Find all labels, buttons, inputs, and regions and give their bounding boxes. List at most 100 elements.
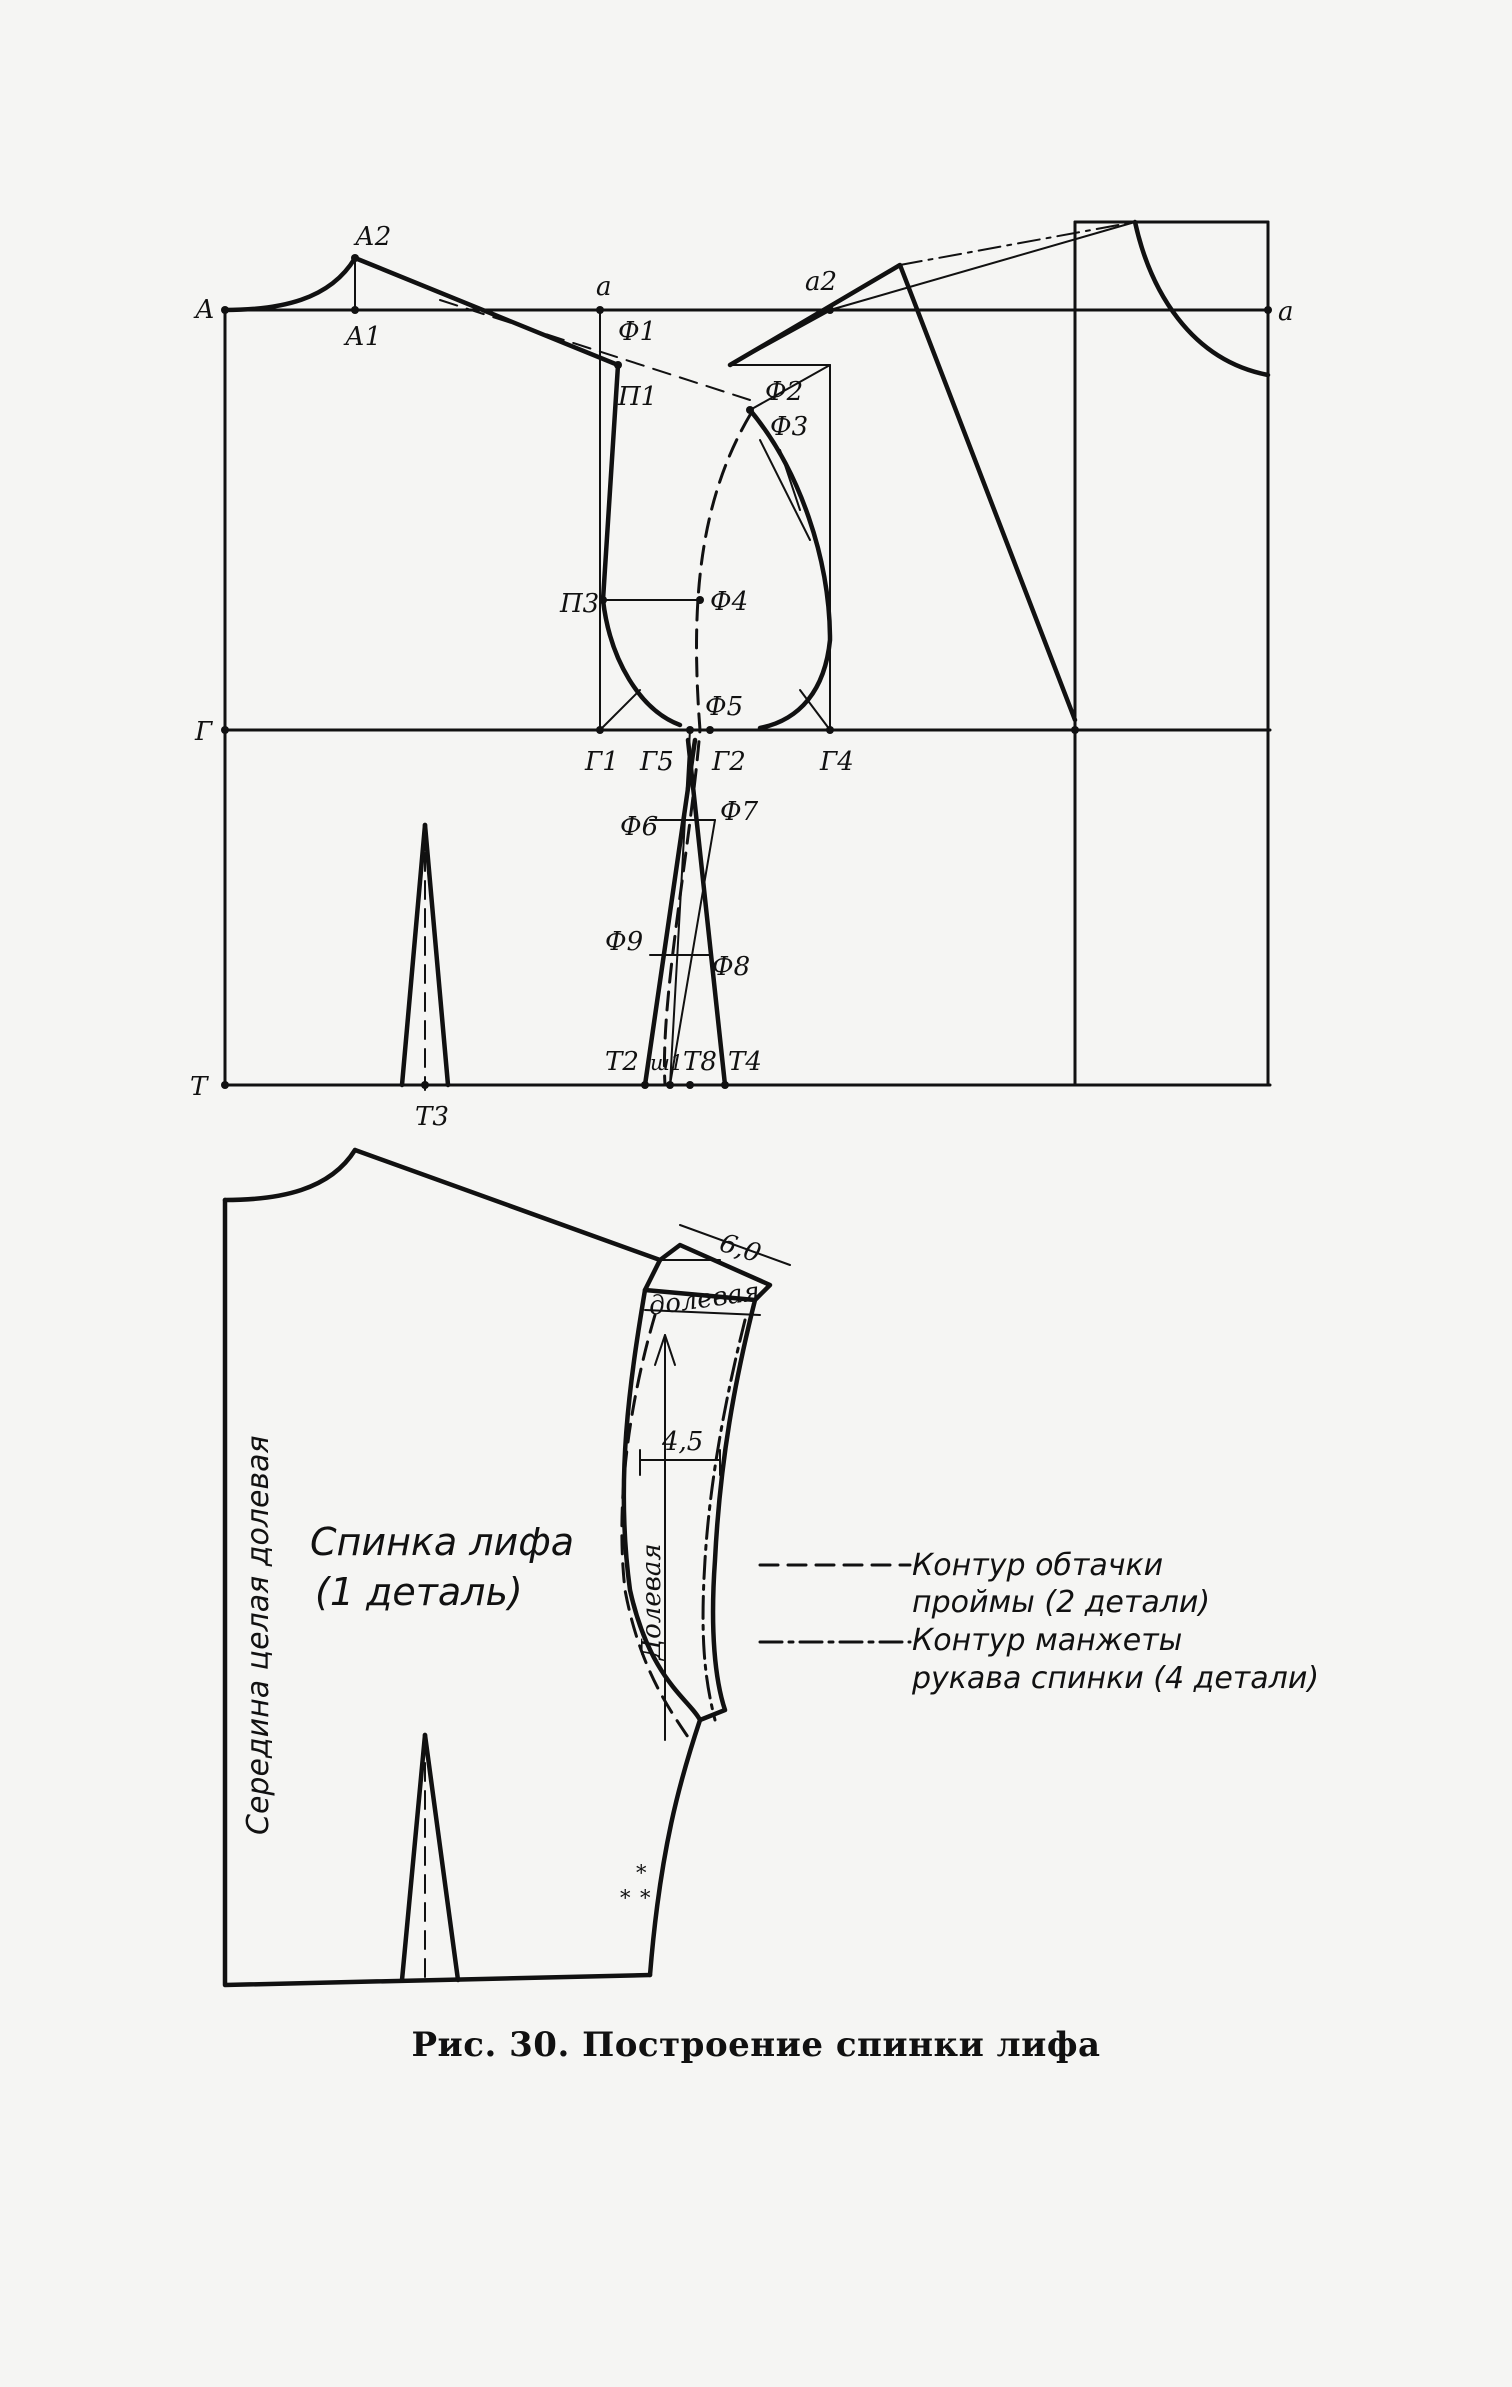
point-a2 bbox=[826, 306, 834, 314]
point-A1 bbox=[351, 306, 359, 314]
point-T8 bbox=[686, 1081, 694, 1089]
point-T2 bbox=[641, 1081, 649, 1089]
label-G1: Г1 bbox=[584, 747, 619, 777]
notch-mark-2: * bbox=[640, 1886, 651, 1910]
point-a-right bbox=[1264, 306, 1272, 314]
cuff-dashdot bbox=[701, 1318, 747, 1722]
notch-mark-1: * bbox=[636, 1861, 647, 1885]
side-dart-right bbox=[685, 737, 728, 1088]
point-a bbox=[596, 306, 604, 314]
point-F2 bbox=[746, 406, 754, 414]
point-P1 bbox=[614, 361, 622, 369]
piece-shoulder bbox=[352, 1147, 663, 1263]
piece-armhole-side bbox=[621, 1257, 703, 1978]
figure-caption: Рис. 30. Построение спинки лифа bbox=[411, 2025, 1101, 2065]
dim-6-line bbox=[679, 1224, 791, 1266]
front-shoulder-dashed bbox=[899, 221, 1136, 266]
label-F6: Ф6 bbox=[620, 812, 658, 842]
point-G1 bbox=[596, 726, 604, 734]
label-A: А bbox=[193, 295, 215, 325]
G1-diagonal bbox=[599, 689, 641, 731]
back-shoulder-line bbox=[352, 255, 621, 368]
label-T3: Т3 bbox=[415, 1102, 449, 1132]
legend-dashdot-line2: рукава спинки (4 детали) bbox=[911, 1661, 1319, 1696]
label-F8: Ф8 bbox=[712, 952, 750, 982]
label-T4: Т4 bbox=[728, 1047, 762, 1077]
point-front-G bbox=[1071, 726, 1079, 734]
point-G4 bbox=[826, 726, 834, 734]
point-Sh1 bbox=[666, 1081, 674, 1089]
point-F4 bbox=[696, 596, 704, 604]
label-F9: Ф9 bbox=[605, 927, 643, 957]
label-F3: Ф3 bbox=[770, 412, 808, 442]
piece-name-line2: (1 деталь) bbox=[315, 1570, 523, 1614]
front-shoulder-start bbox=[728, 308, 832, 367]
shoulder-dashed bbox=[439, 299, 751, 401]
F2-a2-diag bbox=[749, 364, 831, 411]
label-G: Г bbox=[194, 717, 213, 747]
point-A bbox=[221, 306, 229, 314]
point-G2 bbox=[706, 726, 714, 734]
grain-top-line bbox=[644, 1309, 761, 1316]
piece-neck bbox=[222, 1147, 358, 1203]
label-A1: А1 bbox=[343, 322, 381, 352]
back-armhole bbox=[600, 362, 683, 728]
label-F1: Ф1 bbox=[618, 317, 656, 347]
point-A2 bbox=[351, 254, 359, 262]
piece-dart-left bbox=[399, 1732, 428, 1983]
piece-dart-right bbox=[422, 1732, 461, 1983]
label-P1: П1 bbox=[617, 382, 657, 412]
piece-name-line1: Спинка лифа bbox=[310, 1520, 574, 1564]
notch-mark-3: * bbox=[620, 1886, 631, 1910]
construction-drawing: А А1 А2 а а2 а Ф1 П1 Ф2 Ф3 П3 Ф4 Ф5 Г Г1… bbox=[190, 219, 1294, 1132]
label-P3: П3 bbox=[559, 589, 599, 619]
label-F4: Ф4 bbox=[710, 587, 748, 617]
label-F2: Ф2 bbox=[765, 377, 803, 407]
cuff-top bbox=[657, 1242, 773, 1303]
label-G2: Г2 bbox=[711, 747, 746, 777]
grain-arrow-head bbox=[654, 1334, 676, 1366]
side-seam-dashed bbox=[662, 413, 752, 1087]
point-T3 bbox=[421, 1081, 429, 1089]
label-F7: Ф7 bbox=[720, 797, 759, 827]
label-A2: А2 bbox=[353, 222, 391, 252]
label-G5: Г5 bbox=[639, 747, 674, 777]
label-a-right: а bbox=[1278, 297, 1294, 327]
center-back-note: Середина целая долевая bbox=[241, 1435, 276, 1835]
F3-segment-inner bbox=[779, 449, 801, 511]
legend-dashed-line1: Контур обтачки bbox=[912, 1548, 1163, 1583]
point-P3 bbox=[599, 596, 607, 604]
F3-segment bbox=[759, 439, 811, 541]
label-T: Т bbox=[190, 1072, 209, 1102]
legend-dashdot-line1: Контур манжеты bbox=[912, 1623, 1182, 1658]
legend-dashed-line2: проймы (2 детали) bbox=[912, 1585, 1210, 1620]
label-a2: а2 bbox=[805, 267, 837, 297]
point-T4 bbox=[721, 1081, 729, 1089]
side-center-line bbox=[669, 729, 691, 1086]
point-T bbox=[221, 1081, 229, 1089]
piece-left-bottom bbox=[222, 1197, 653, 1988]
front-shoulder-dart bbox=[727, 262, 1078, 723]
front-shoulder-line bbox=[829, 221, 1136, 311]
point-G5 bbox=[686, 726, 694, 734]
F7-diagonal bbox=[669, 819, 716, 1086]
grain-vertical-label: Долевая bbox=[637, 1543, 667, 1661]
label-a: а bbox=[596, 272, 612, 302]
pattern-piece: * * * Спинка лифа (1 деталь) Середина це… bbox=[222, 1147, 1319, 1988]
cuff-outline bbox=[642, 1287, 758, 1723]
dim-mid-label: 4,5 bbox=[661, 1427, 703, 1457]
label-T8: Т8 bbox=[683, 1047, 717, 1077]
G4-diagonal bbox=[799, 689, 831, 731]
label-F5: Ф5 bbox=[705, 692, 743, 722]
front-armhole bbox=[747, 407, 833, 731]
front-neck-curve bbox=[1132, 219, 1271, 378]
point-G bbox=[221, 726, 229, 734]
label-Sh1: ш1 bbox=[650, 1051, 683, 1075]
label-G4: Г4 bbox=[819, 747, 854, 777]
label-T2: Т2 bbox=[605, 1047, 639, 1077]
waist-dart-left bbox=[399, 822, 428, 1088]
waist-dart-right bbox=[422, 822, 451, 1088]
back-neck-curve bbox=[222, 255, 358, 313]
